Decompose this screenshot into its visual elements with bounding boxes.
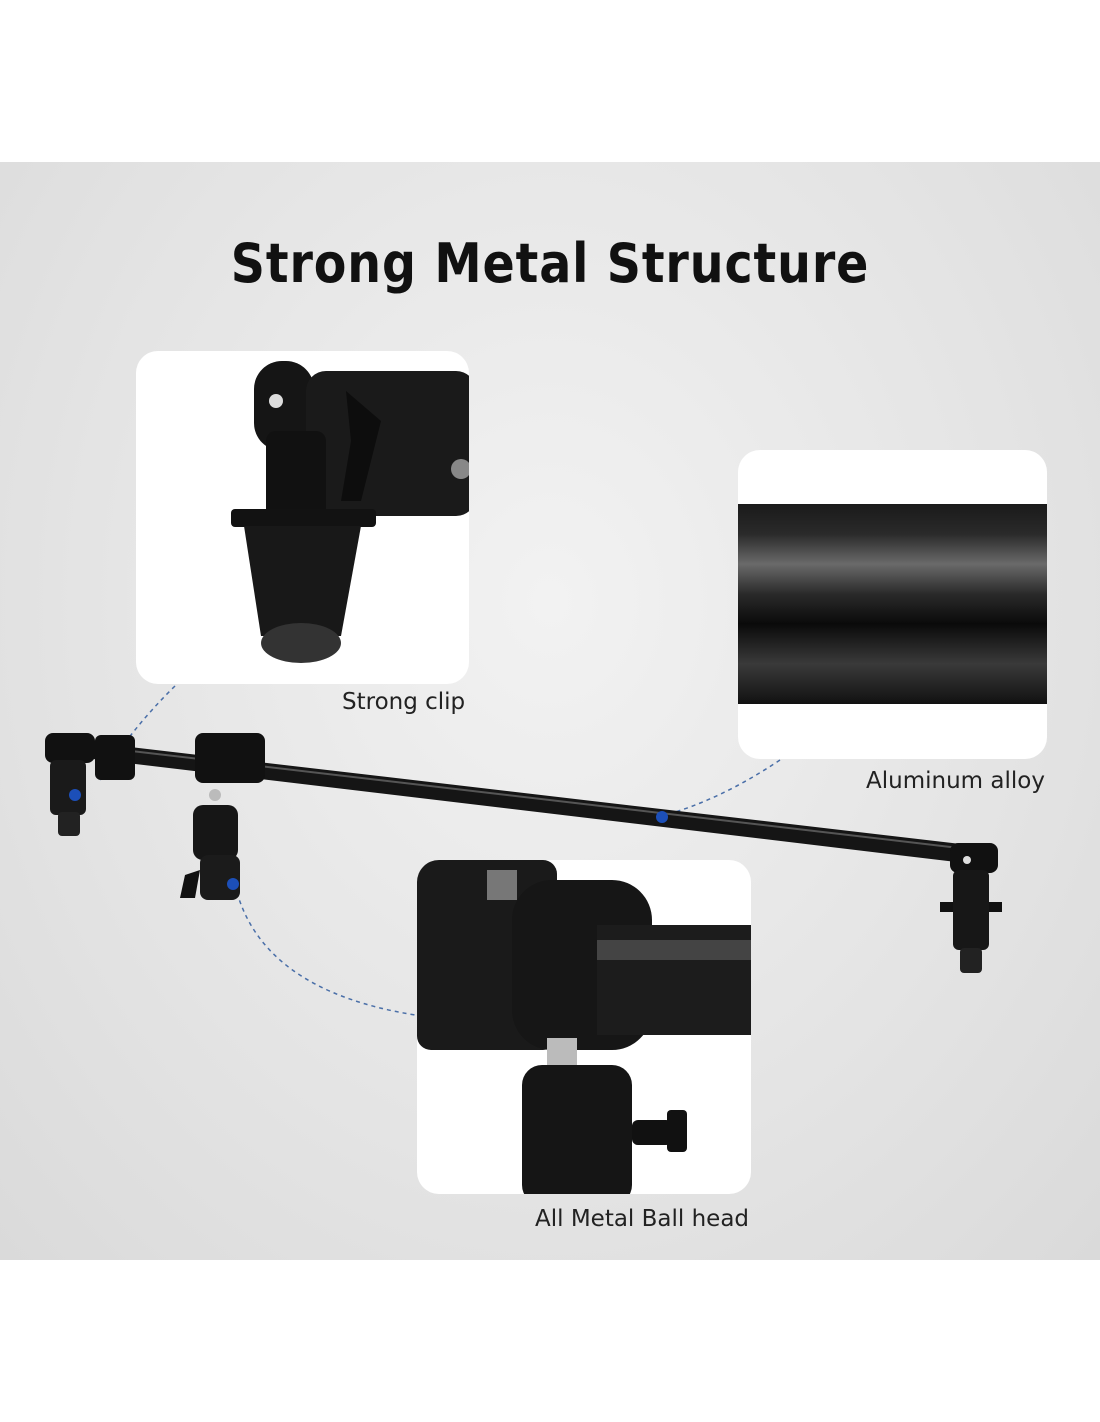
- ball-head-label: All Metal Ball head: [535, 1206, 750, 1232]
- page-title: Strong Metal Structure: [230, 232, 870, 295]
- strong-clip-label: Strong clip: [342, 689, 466, 715]
- tube-closeup-image: [738, 504, 1047, 704]
- ball-head-card: [417, 860, 751, 1194]
- ball-head-closeup-image: [417, 860, 751, 1194]
- callout-dot: [656, 811, 668, 823]
- strong-clip-card: [136, 351, 469, 684]
- aluminum-alloy-label: Aluminum alloy: [866, 768, 1045, 794]
- callout-dot: [69, 789, 81, 801]
- clip-closeup-image: [231, 361, 469, 663]
- callout-dot: [227, 878, 239, 890]
- aluminum-alloy-card: [738, 450, 1047, 759]
